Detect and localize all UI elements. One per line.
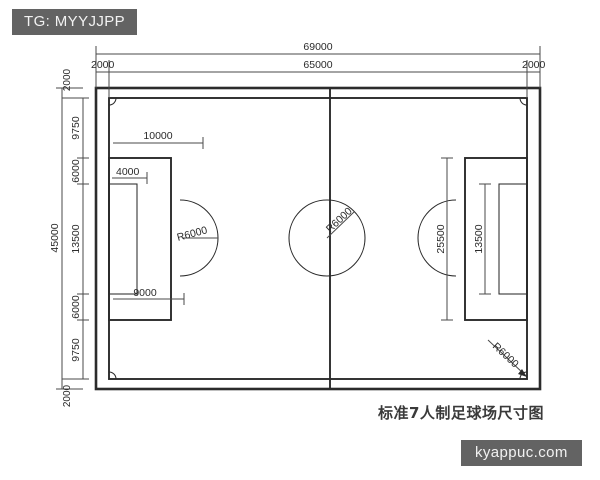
penalty-arc-left-label: R6000: [176, 224, 209, 244]
dim-label-overall-height: 45000: [49, 223, 61, 252]
dim-label-seg-middle: 13500: [70, 224, 82, 253]
dim-label-runoff-right: 2000: [522, 59, 546, 71]
corner-radius-leader: [487, 339, 525, 375]
dim-label-pitch-width: 65000: [303, 59, 332, 71]
corner-arc-bottom-left: [108, 371, 117, 380]
corner-radius-label: R6000: [490, 340, 521, 370]
dim-label-seg-upper-box: 6000: [70, 159, 82, 183]
dim-label-runoff-left: 2000: [91, 59, 115, 71]
watermark-top-badge: TG: MYYJJPP: [12, 9, 138, 35]
watermark-bottom-badge: kyappuc.com: [461, 440, 582, 466]
dim-label-runoff-top: 2000: [62, 68, 73, 91]
dim-label-penalty-height: 25500: [435, 224, 447, 253]
dim-label-seg-lower-box: 6000: [70, 295, 82, 319]
center-circle: [288, 199, 366, 277]
goal-area-right: [498, 183, 528, 295]
goal-area-left: [108, 183, 138, 295]
penalty-arc-right: [417, 199, 457, 277]
drawing-title: 标准7人制足球场尺寸图: [378, 404, 544, 422]
dim-label-penalty-depth: 9000: [133, 287, 157, 299]
dim-label-penalty-offset: 10000: [143, 130, 172, 142]
center-circle-radius-leader: [326, 211, 355, 239]
corner-radius-arrowhead: [518, 369, 527, 377]
center-circle-radius-label: R6000: [324, 205, 355, 235]
dim-label-goal-height: 13500: [473, 224, 485, 253]
dim-label-overall-width: 69000: [303, 41, 332, 53]
dim-label-goal-area-depth: 4000: [116, 166, 140, 178]
dim-label-runoff-bottom: 2000: [62, 384, 73, 407]
dim-label-seg-bottom: 9750: [70, 338, 82, 362]
corner-arc-top-right: [519, 97, 528, 106]
outer-boundary: [94, 86, 542, 391]
dim-label-seg-top: 9750: [70, 116, 82, 140]
corner-arc-top-left: [108, 97, 117, 106]
